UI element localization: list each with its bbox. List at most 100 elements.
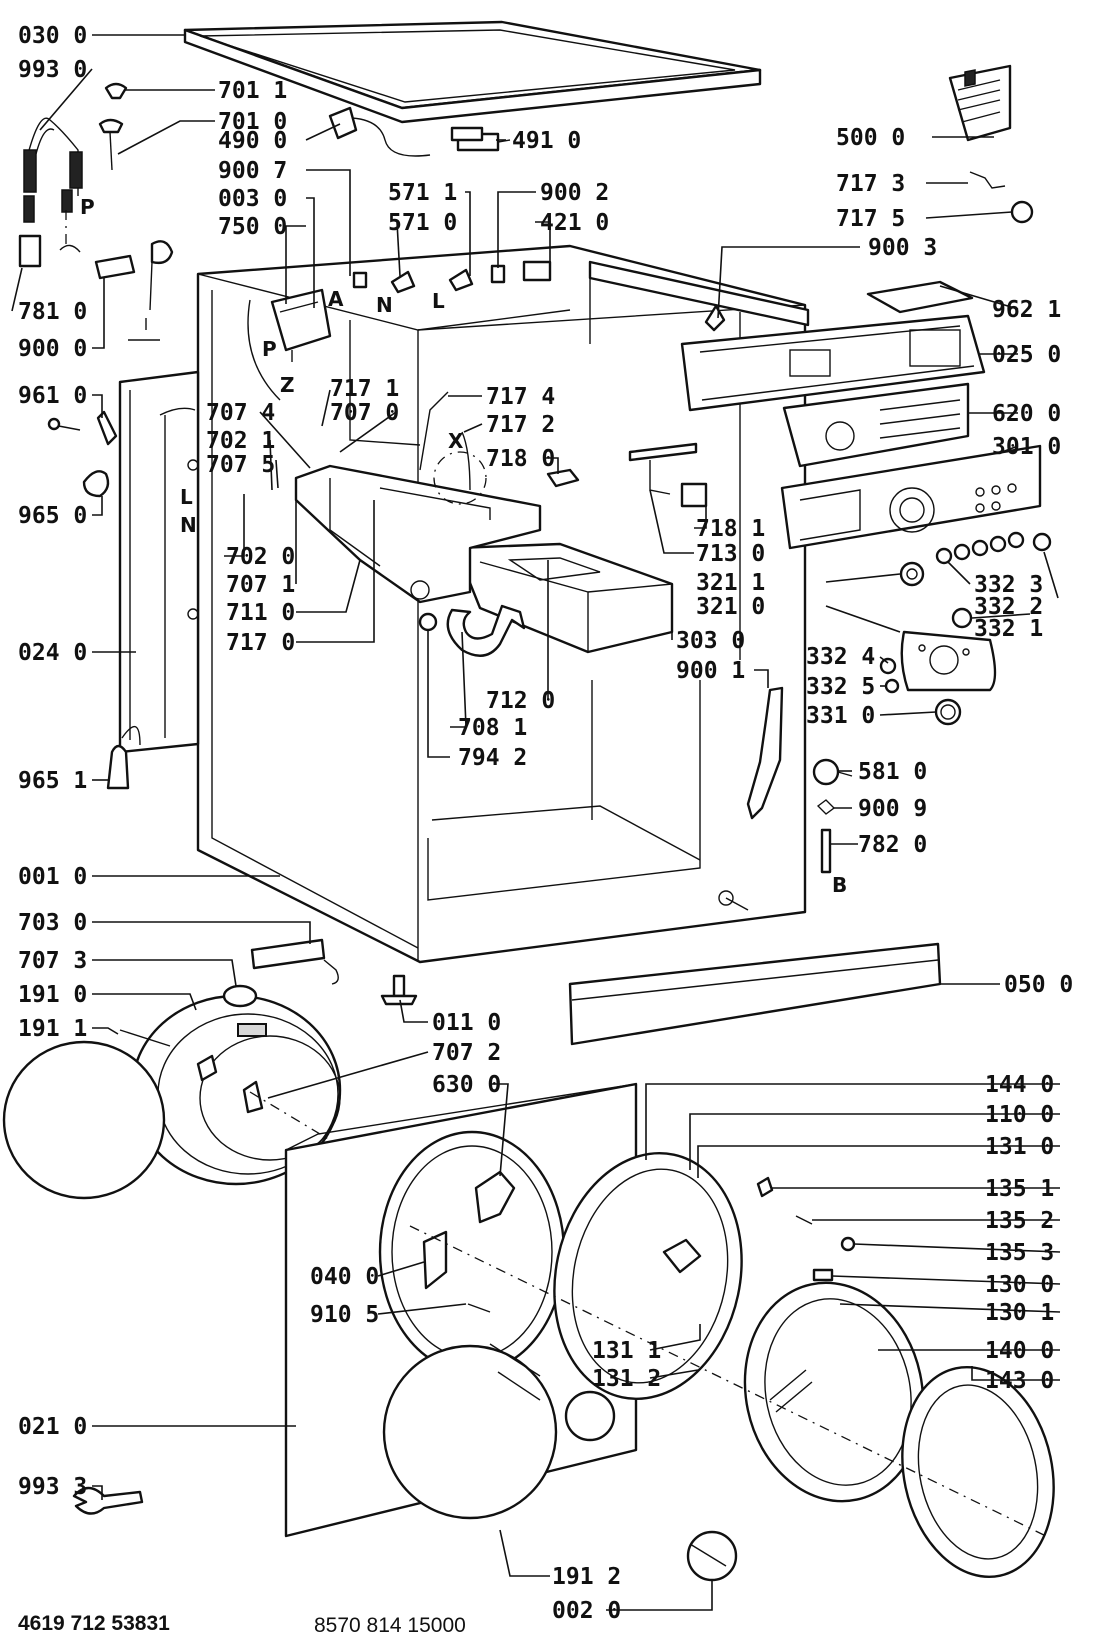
marker-x: X bbox=[448, 429, 464, 453]
label-717-0: 717 0 bbox=[226, 630, 295, 656]
label-718-1: 718 1 bbox=[696, 516, 765, 542]
spring-191-2 bbox=[489, 1343, 541, 1377]
inlet-hose bbox=[18, 117, 83, 268]
button-332-2 bbox=[1032, 532, 1052, 552]
knob-332-5 bbox=[884, 678, 900, 694]
label-131-1: 131 1 bbox=[592, 1338, 661, 1364]
buttons-332-3 bbox=[935, 531, 1025, 565]
spring-191-1 bbox=[119, 1029, 171, 1047]
tool-993-3 bbox=[72, 1486, 144, 1515]
label-050-0: 050 0 bbox=[1004, 972, 1073, 998]
label-708-1: 708 1 bbox=[458, 715, 527, 741]
label-130-1: 130 1 bbox=[985, 1300, 1054, 1326]
foot-011-0 bbox=[380, 974, 418, 1006]
wiring-harness bbox=[328, 106, 511, 157]
bracket-718-0 bbox=[546, 468, 580, 488]
label-717-5: 717 5 bbox=[836, 206, 905, 232]
plug-701-1 bbox=[104, 82, 128, 100]
label-301-0: 301 0 bbox=[992, 434, 1061, 460]
marker-l-top: L bbox=[432, 289, 445, 313]
label-332-1: 332 1 bbox=[974, 616, 1043, 642]
label-993-3: 993 3 bbox=[18, 1474, 87, 1500]
screw-701-0 bbox=[98, 118, 124, 171]
top-lid bbox=[183, 20, 762, 124]
label-961-0: 961 0 bbox=[18, 383, 87, 409]
door-bowl bbox=[901, 1365, 1055, 1579]
label-717-2: 717 2 bbox=[486, 412, 555, 438]
label-707-3: 707 3 bbox=[18, 948, 87, 974]
label-332-3: 332 3 bbox=[974, 572, 1043, 598]
inlet-valve-961 bbox=[47, 410, 118, 446]
marker-z: Z bbox=[280, 373, 295, 397]
label-701-0: 701 0 bbox=[218, 109, 287, 135]
marker-n-top: N bbox=[376, 293, 393, 317]
label-303-0: 303 0 bbox=[676, 628, 745, 654]
label-331-0: 331 0 bbox=[806, 703, 875, 729]
spring-135-2 bbox=[795, 1215, 813, 1225]
label-707-0: 707 0 bbox=[330, 400, 399, 426]
label-707-4: 707 4 bbox=[206, 400, 275, 426]
cross-bar bbox=[588, 260, 810, 327]
label-490-0: 490 0 bbox=[218, 128, 287, 154]
label-130-0: 130 0 bbox=[985, 1272, 1054, 1298]
label-717-3: 717 3 bbox=[836, 171, 905, 197]
x-circle bbox=[433, 451, 487, 505]
clip-900-9 bbox=[816, 799, 836, 815]
connector-900-2 bbox=[490, 264, 506, 284]
label-900-9: 900 9 bbox=[858, 796, 927, 822]
handle-040 bbox=[422, 1230, 448, 1290]
label-191-0: 191 0 bbox=[18, 982, 87, 1008]
label-782-0: 782 0 bbox=[858, 832, 927, 858]
pressure-sensor-581 bbox=[812, 758, 853, 786]
front-panel bbox=[284, 1082, 638, 1538]
label-962-1: 962 1 bbox=[992, 297, 1061, 323]
electronic-board-620 bbox=[782, 382, 970, 468]
connector-900-7 bbox=[352, 271, 368, 289]
tub-axis-line bbox=[249, 1091, 331, 1141]
label-191-2: 191 2 bbox=[552, 1564, 621, 1590]
label-703-0: 703 0 bbox=[18, 910, 87, 936]
clip-900-3 bbox=[704, 304, 726, 332]
label-491-0: 491 0 bbox=[512, 128, 581, 154]
pressure-switch bbox=[247, 288, 332, 401]
door-ring bbox=[553, 1152, 743, 1400]
label-011-0: 011 0 bbox=[432, 1010, 501, 1036]
part-labels: 030 0 993 0 701 1 701 0 490 0 491 0 900 … bbox=[18, 23, 1073, 1624]
label-135-1: 135 1 bbox=[985, 1176, 1054, 1202]
label-712-0: 712 0 bbox=[486, 688, 555, 714]
label-781-0: 781 0 bbox=[18, 299, 87, 325]
block-130-0 bbox=[812, 1268, 834, 1282]
seal-965-0 bbox=[82, 470, 110, 498]
label-900-3: 900 3 bbox=[868, 235, 937, 261]
wire-717 bbox=[419, 391, 471, 491]
knob-331-0 bbox=[934, 698, 962, 726]
label-332-2: 332 2 bbox=[974, 594, 1043, 620]
control-frame-025 bbox=[680, 314, 986, 412]
pipe-703-0 bbox=[250, 938, 326, 970]
label-332-4: 332 4 bbox=[806, 644, 875, 670]
label-965-1: 965 1 bbox=[18, 768, 87, 794]
marker-b: B bbox=[832, 873, 847, 897]
label-571-1: 571 1 bbox=[388, 180, 457, 206]
label-900-2: 900 2 bbox=[540, 180, 609, 206]
filter-718-1 bbox=[680, 482, 708, 508]
panel-cover-962-1 bbox=[866, 280, 974, 314]
label-707-2: 707 2 bbox=[432, 1040, 501, 1066]
marker-a: A bbox=[328, 287, 344, 311]
electronic-module bbox=[948, 64, 1012, 142]
label-707-1: 707 1 bbox=[226, 572, 295, 598]
label-025-0: 025 0 bbox=[992, 342, 1061, 368]
label-993-0: 993 0 bbox=[18, 57, 87, 83]
label-965-0: 965 0 bbox=[18, 503, 87, 529]
ring-794-2 bbox=[418, 612, 438, 632]
side-panel bbox=[118, 370, 200, 754]
marker-l-side: L bbox=[180, 485, 193, 509]
letter-markers: P A P Z N L X L N B bbox=[80, 195, 847, 897]
ring-135-3 bbox=[840, 1236, 856, 1252]
connector-571-1 bbox=[448, 268, 474, 292]
label-750-0: 750 0 bbox=[218, 214, 287, 240]
label-131-2: 131 2 bbox=[592, 1366, 661, 1392]
footer-code-left: 4619 712 53831 bbox=[18, 1612, 170, 1635]
label-002-0: 002 0 bbox=[552, 1598, 621, 1624]
